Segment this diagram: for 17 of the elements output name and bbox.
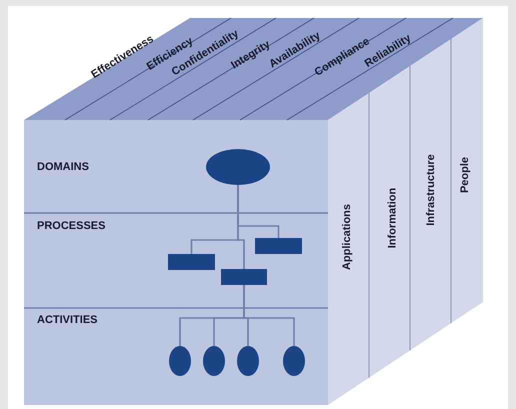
connector-line: [243, 285, 295, 346]
row-heading: DOMAINS: [37, 161, 89, 173]
resource-label: Infrastructure: [424, 154, 437, 226]
row-heading: ACTIVITIES: [37, 314, 98, 326]
resource-label: People: [459, 156, 472, 194]
box-node: [255, 238, 302, 254]
box-node: [221, 269, 267, 285]
ellipse-node: [203, 346, 225, 376]
connector-line: [237, 185, 245, 269]
row-heading: PROCESSES: [37, 220, 106, 232]
box-node: [168, 254, 215, 270]
ellipse-node: [206, 149, 270, 185]
ellipse-node: [283, 346, 305, 376]
resource-label: Applications: [341, 204, 353, 270]
ellipse-node: [237, 346, 259, 376]
resource-label: Information: [386, 188, 398, 248]
ellipse-node: [169, 346, 191, 376]
